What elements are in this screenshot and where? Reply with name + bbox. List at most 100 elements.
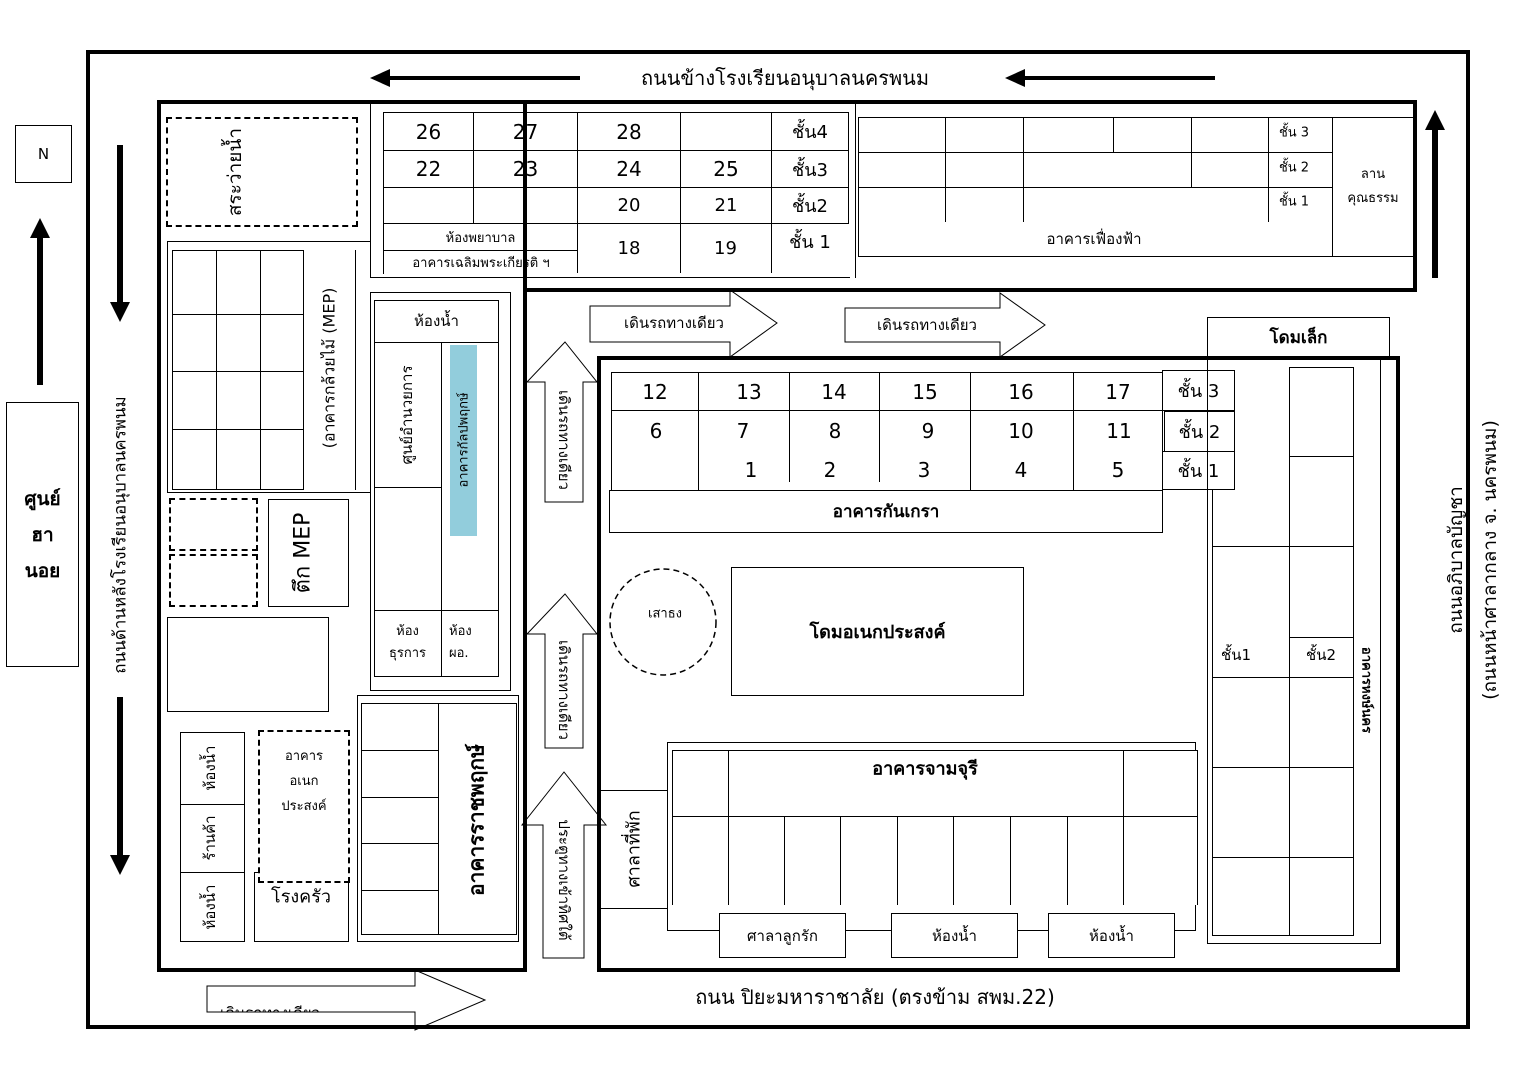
hanoi-line: นอย <box>24 559 61 582</box>
divider <box>855 102 856 278</box>
divider <box>1123 750 1124 905</box>
mep-building <box>268 499 349 607</box>
swimming-pool-label: สระว่ายน้ำ <box>224 127 246 217</box>
flagpole-circle <box>609 568 717 676</box>
arrow-up-icon <box>1425 110 1445 278</box>
room: 2 <box>823 458 837 482</box>
kluaymai-building-name: (อาคารกล้วยไม้ (MEP) <box>319 287 339 449</box>
room <box>216 429 261 490</box>
divider <box>789 372 790 482</box>
arrow-down-icon <box>110 697 130 875</box>
office-room: ห้อง ธุรการ <box>374 610 441 676</box>
north-indicator: N <box>15 125 72 183</box>
room: 1 <box>744 458 758 482</box>
divider <box>370 277 850 278</box>
room: 26 <box>383 112 474 151</box>
divider <box>361 843 438 844</box>
room: 19 <box>680 223 772 273</box>
divider <box>728 750 729 905</box>
arrow-left-icon <box>1005 69 1215 87</box>
flagpole-label: เสาธง <box>648 606 682 622</box>
divider <box>441 342 442 676</box>
director-label: ผอ. <box>449 646 469 661</box>
divider <box>840 816 841 905</box>
hanoi-center: ศูนย์ ฮา นอย <box>6 402 79 667</box>
room: 18 <box>577 223 681 273</box>
south-gate-arrow <box>520 771 608 959</box>
room: 16 <box>1008 380 1034 404</box>
fueangfa-building-name: อาคารเฟื่องฟ้า <box>1046 230 1142 248</box>
building-outline <box>357 695 519 942</box>
zone-join <box>161 288 523 294</box>
divider <box>970 372 971 490</box>
restroom-label: ห้องน้ำ <box>201 745 219 791</box>
divider <box>953 816 954 905</box>
building-outline <box>370 292 511 691</box>
room <box>473 187 578 224</box>
highlight-strip <box>450 345 477 536</box>
hongnakhon-building-name: อาคารหงษ์นคร <box>1358 646 1374 734</box>
room: 3 <box>917 458 931 482</box>
divider <box>1010 816 1011 905</box>
rest-pavilion <box>598 790 668 909</box>
building-inner <box>361 703 517 935</box>
divider <box>858 152 1269 153</box>
room <box>260 429 304 490</box>
hanoi-line: ศูนย์ <box>24 487 61 510</box>
divider <box>1073 372 1074 490</box>
divider <box>897 816 898 905</box>
divider <box>698 372 699 490</box>
room: 11 <box>1106 419 1132 443</box>
building-outline <box>1207 358 1381 944</box>
room: 17 <box>1105 380 1131 404</box>
divider <box>1113 117 1114 152</box>
rest-pavilion-label: ศาลาที่พัก <box>623 810 645 888</box>
one-way-label: เดินรถทางเดียว <box>877 316 977 334</box>
room <box>383 187 474 224</box>
divider <box>1212 546 1354 547</box>
divider <box>438 703 439 935</box>
west-zone <box>157 100 527 972</box>
floor-label: ชั้น1 <box>1221 646 1251 664</box>
room: 22 <box>383 150 474 188</box>
building-outline <box>611 372 1163 491</box>
shop-label: ร้านค้า <box>201 815 219 861</box>
room <box>260 371 304 430</box>
divider <box>361 890 438 891</box>
kanlapaphruek-building-name: อาคารกัลปพฤกษ์ <box>456 392 472 488</box>
divider <box>672 816 1198 817</box>
divider <box>374 610 499 611</box>
divider <box>879 372 880 482</box>
room: 13 <box>736 380 762 404</box>
floor-label: ชั้น 1 <box>1162 451 1235 490</box>
dashed-area <box>169 498 258 551</box>
room: 14 <box>821 380 847 404</box>
divider <box>1212 767 1354 768</box>
small-dome: โดมเล็ก <box>1207 317 1390 358</box>
nurse-room: ห้องพยาบาล <box>383 223 578 251</box>
divider <box>784 816 785 905</box>
sala-lukrak: ศาลาลูกรัก <box>719 913 846 958</box>
office-label: ธุรการ <box>388 646 427 661</box>
hanoi-line: ฮา <box>31 523 54 546</box>
divider <box>1212 935 1354 936</box>
divider <box>1289 456 1353 457</box>
road-top-label: ถนนข้างโรงเรียนอนุบาลนครพนม <box>640 66 930 90</box>
restroom-label: ห้องน้ำ <box>201 884 219 930</box>
chaloem-building-name: อาคารเฉลิมพระเกียรติ ฯ <box>383 250 578 274</box>
ratchaphruek-building-name: อาคารราชพฤกษ์ <box>464 744 489 896</box>
room: 20 <box>577 187 681 224</box>
lan-khunnatham: ลาน คุณธรรม <box>1332 117 1414 257</box>
room: 28 <box>577 112 681 151</box>
mep-building-name: ตึก MEP <box>290 512 316 594</box>
kitchen-label: โรงครัว <box>271 886 331 908</box>
multipurpose-dome: โดมอเนกประสงค์ <box>731 567 1024 696</box>
divider <box>1212 857 1354 858</box>
arrow-left-icon <box>370 69 580 87</box>
director-room: ห้อง ผอ. <box>441 610 491 676</box>
divider <box>611 410 1163 411</box>
floor-label: ชั้น3 <box>771 150 849 188</box>
building-inner <box>672 750 1198 905</box>
lan-label: คุณธรรม <box>1347 191 1399 206</box>
room: 9 <box>921 419 935 443</box>
